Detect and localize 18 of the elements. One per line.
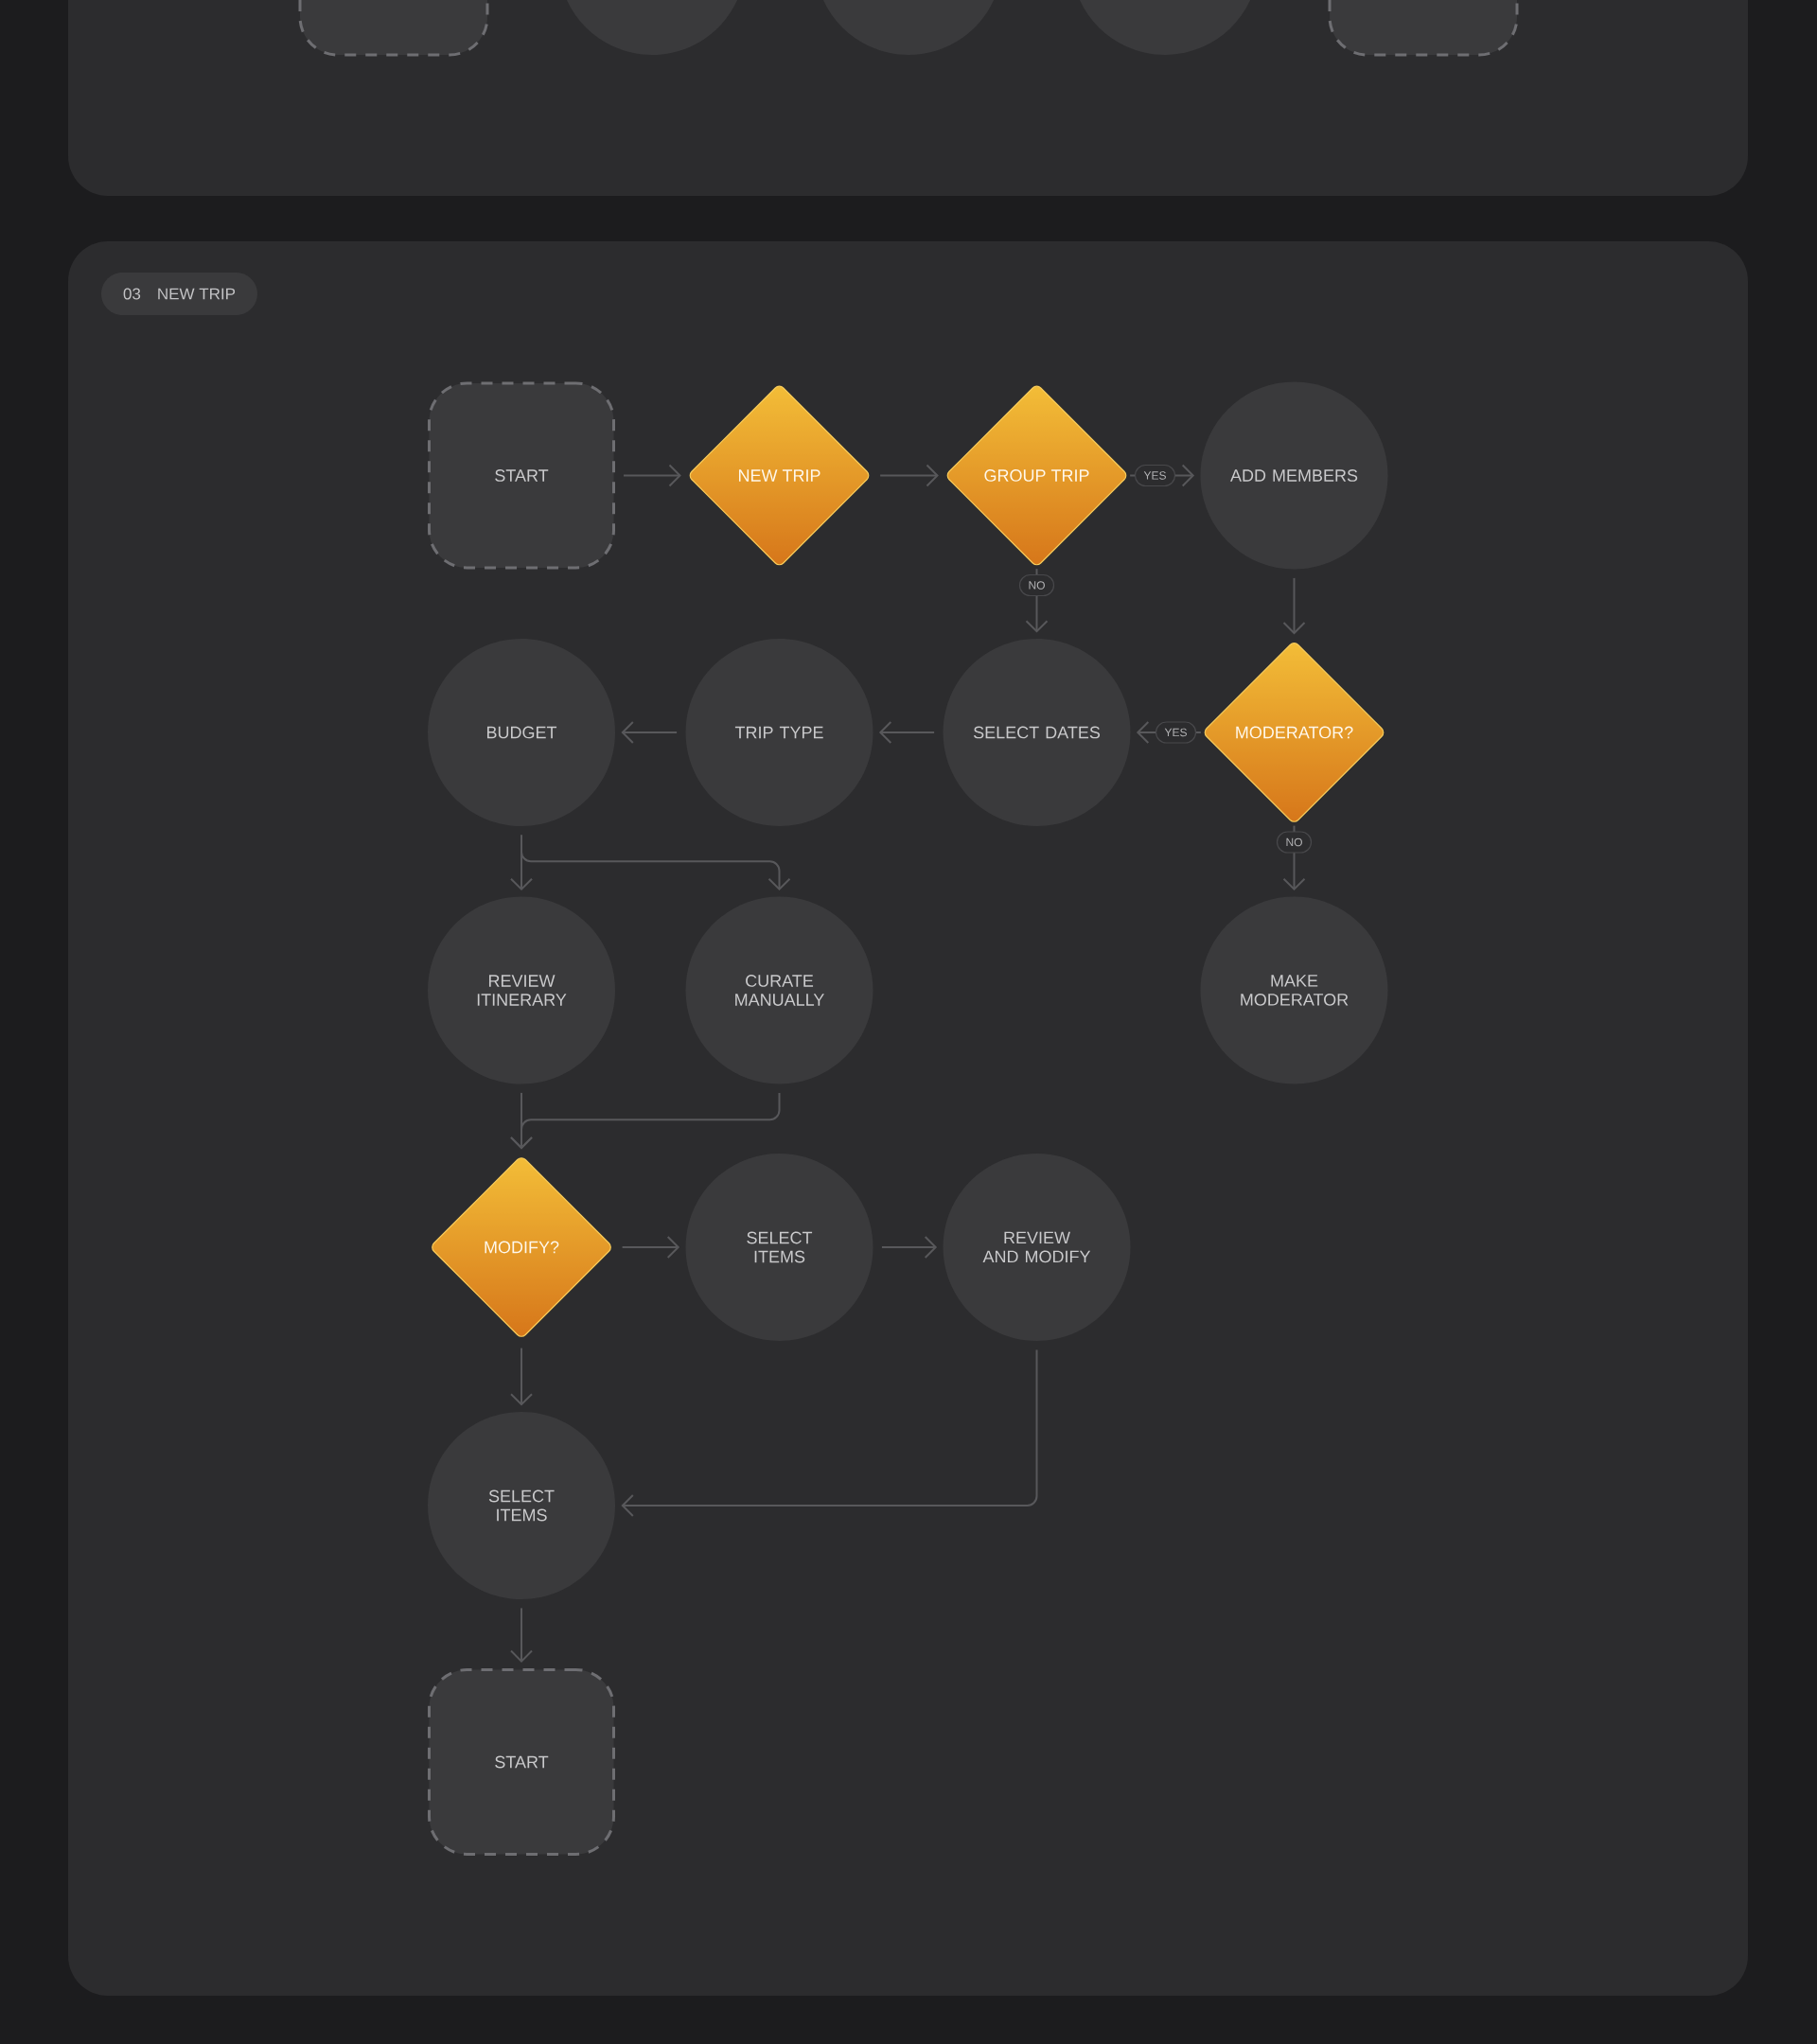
dashed-box [298,0,489,57]
arrow [878,721,936,744]
dashed-box: START [428,1668,615,1856]
arrow [880,1236,938,1259]
arrow [520,834,791,891]
arrow [510,1347,533,1406]
arrow [879,464,939,487]
arrow [621,1348,1038,1517]
dashed-box: START [428,381,615,570]
arrow [621,1236,680,1259]
edge-label: YES [1155,721,1197,744]
edge-label: YES [1134,464,1176,487]
arrow [621,721,679,744]
arrow [1282,576,1306,635]
arrow [510,1607,533,1663]
dashed-box [1328,0,1519,57]
arrow [623,464,681,487]
edge-label: NO [1018,573,1055,597]
